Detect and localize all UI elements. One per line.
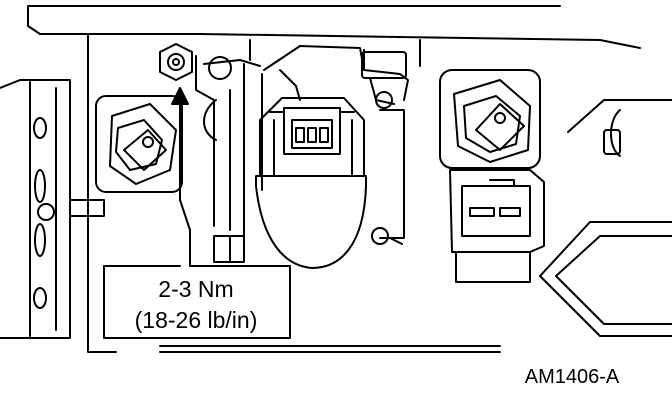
left-sensor [95, 95, 183, 193]
figure-id-label: AM1406-A [524, 366, 620, 388]
left-rail [0, 79, 105, 339]
body-panel [27, 5, 641, 353]
right-sensor [439, 69, 545, 283]
torque-callout-box [103, 229, 291, 339]
hex-nut-icon [159, 43, 193, 81]
central-solenoid [255, 45, 409, 269]
torque-spec-lb-in: (18-26 lb/in) [134, 307, 258, 333]
torque-spec-nm: 2-3 Nm [158, 276, 234, 302]
right-panel [539, 99, 672, 337]
bracket-assembly [195, 55, 261, 263]
up-arrow-icon [171, 87, 191, 231]
